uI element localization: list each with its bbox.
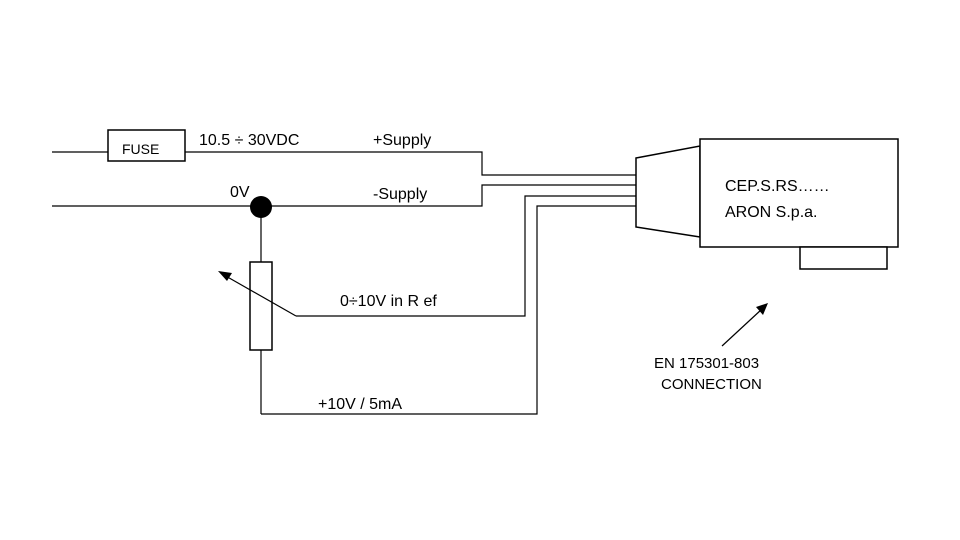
connection-callout-line — [721, 308, 763, 347]
negative-supply-label: -Supply — [373, 186, 427, 203]
positive-supply-wire — [185, 151, 636, 176]
device-model-label: CEP.S.RS…… — [725, 178, 830, 195]
excitation-label: +10V / 5mA — [318, 396, 402, 413]
supply-voltage-range-label: 10.5 ÷ 30VDC — [199, 132, 299, 149]
reference-signal-label: 0÷10V in R ef — [340, 293, 437, 310]
excitation-wire — [261, 205, 636, 415]
wiper-arrow-head — [218, 271, 232, 281]
device-body — [699, 138, 899, 248]
device-manufacturer-label: ARON S.p.a. — [725, 204, 817, 221]
positive-supply-label: +Supply — [373, 132, 431, 149]
potentiometer-body — [249, 261, 273, 351]
connector-plug — [635, 145, 701, 238]
fuse-label: FUSE — [122, 141, 159, 157]
reference-signal-wire — [296, 195, 636, 317]
wiper-arrow-shaft — [223, 274, 297, 317]
device-base — [799, 246, 888, 270]
connector-standard-label: EN 175301-803 — [654, 355, 759, 372]
connector-connection-label: CONNECTION — [661, 376, 762, 393]
fuse — [107, 129, 186, 162]
ground-label: 0V — [230, 184, 250, 201]
connection-callout-arrow-head — [756, 303, 768, 315]
